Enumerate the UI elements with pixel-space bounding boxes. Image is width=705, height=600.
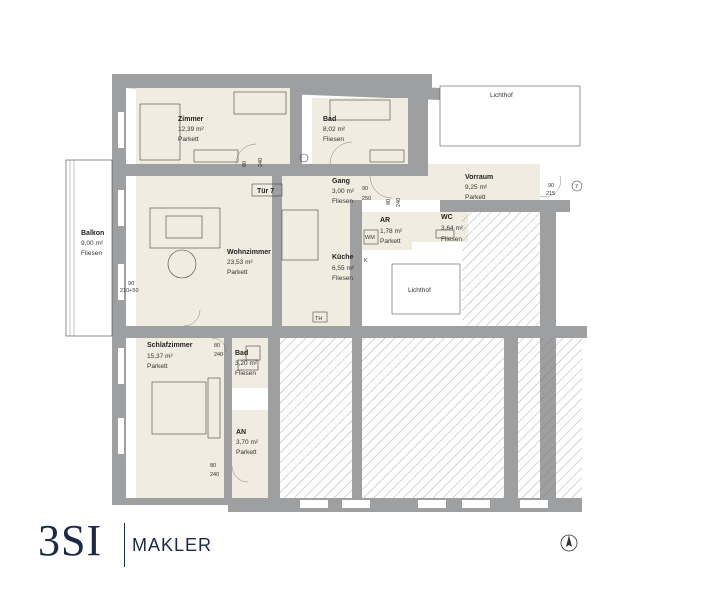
- entrance-marker: [571, 180, 583, 192]
- svg-text:Fliesen: Fliesen: [323, 136, 344, 143]
- svg-text:Küche: Küche: [332, 254, 354, 261]
- tuer-box: [251, 183, 283, 197]
- room-schlafzimmer: Schlafzimmer 15,37 m² Parkett: [147, 342, 193, 370]
- svg-text:Parkett: Parkett: [465, 194, 486, 201]
- room-zimmer: Zimmer 12,39 m² Parkett: [178, 116, 204, 143]
- k-label: K: [364, 258, 368, 264]
- svg-text:1,78 m²: 1,78 m²: [380, 228, 403, 235]
- svg-text:80: 80: [386, 199, 392, 205]
- svg-text:Wohnzimmer: Wohnzimmer: [227, 249, 271, 256]
- balkon: [65, 159, 113, 337]
- walls: [112, 74, 587, 512]
- room-ar: AR 1,78 m² Parkett: [380, 217, 403, 245]
- svg-text:8,02 m²: 8,02 m²: [323, 126, 346, 133]
- lichthof-areas: [391, 85, 581, 315]
- svg-text:Parkett: Parkett: [147, 363, 168, 370]
- th-box: [312, 311, 328, 323]
- svg-text:90: 90: [548, 183, 554, 189]
- svg-text:Bad: Bad: [323, 116, 336, 123]
- svg-text:23,53 m²: 23,53 m²: [227, 259, 253, 266]
- north-arrow-icon: [560, 534, 578, 552]
- wm-box: [363, 229, 379, 245]
- doors: [183, 141, 561, 483]
- logo-word: MAKLER: [132, 535, 213, 555]
- svg-text:Parkett: Parkett: [227, 269, 248, 276]
- svg-text:Balkon: Balkon: [81, 230, 104, 237]
- svg-text:Parkett: Parkett: [236, 449, 257, 456]
- svg-text:Fliesen: Fliesen: [441, 236, 462, 243]
- svg-text:Parkett: Parkett: [178, 136, 199, 143]
- svg-text:80: 80: [210, 463, 216, 469]
- svg-text:Bad: Bad: [235, 350, 248, 357]
- room-balkon: Balkon 9,00 m² Fliesen: [81, 230, 104, 257]
- tuer-label: Tür 7: [257, 188, 274, 195]
- room-gang: Gang 3,00 m² Fliesen: [332, 178, 355, 205]
- svg-text:Vorraum: Vorraum: [465, 174, 493, 181]
- wm-label: WM: [365, 235, 375, 241]
- logo-mark: 3SI: [38, 516, 103, 565]
- svg-text:240: 240: [214, 352, 223, 358]
- svg-text:215: 215: [546, 191, 555, 197]
- svg-text:AR: AR: [380, 217, 390, 224]
- furniture: [139, 91, 455, 439]
- room-kueche: Küche 6,55 m² Fliesen: [332, 254, 355, 282]
- svg-text:250: 250: [362, 196, 371, 202]
- svg-text:Fliesen: Fliesen: [332, 275, 353, 282]
- svg-text:240: 240: [258, 158, 264, 167]
- svg-text:Fliesen: Fliesen: [81, 250, 102, 257]
- lichthof-top-label: Lichthof: [490, 92, 513, 99]
- room-bad-2: Bad 3,20 m² Fliesen: [235, 350, 258, 377]
- lichthof-mid-label: Lichthof: [408, 287, 431, 294]
- svg-text:240: 240: [396, 198, 402, 207]
- logo-divider: [124, 523, 125, 567]
- logo: 3SI MAKLER: [0, 505, 228, 600]
- svg-text:Parkett: Parkett: [380, 238, 401, 245]
- svg-text:Fliesen: Fliesen: [332, 198, 353, 205]
- svg-text:9,00 m²: 9,00 m²: [81, 240, 104, 247]
- room-an: AN 3,70 m² Parkett: [236, 429, 259, 456]
- th-label: TH: [315, 316, 322, 322]
- room-wc: WC 3,64 m² Fliesen: [441, 214, 464, 243]
- room-vorraum: Vorraum 9,25 m² Parkett: [465, 174, 493, 201]
- svg-text:6,55 m²: 6,55 m²: [332, 265, 355, 272]
- svg-text:90: 90: [128, 281, 134, 287]
- svg-text:240: 240: [210, 472, 219, 478]
- svg-text:12,39 m²: 12,39 m²: [178, 126, 204, 133]
- svg-text:WC: WC: [441, 214, 453, 221]
- svg-text:Schlafzimmer: Schlafzimmer: [147, 342, 193, 349]
- svg-text:3,64 m²: 3,64 m²: [441, 225, 464, 232]
- entrance-number: 7: [575, 184, 578, 190]
- svg-text:3,70 m²: 3,70 m²: [236, 439, 259, 446]
- svg-text:9,25 m²: 9,25 m²: [465, 184, 488, 191]
- svg-text:Gang: Gang: [332, 178, 350, 185]
- room-bad-1: Bad 8,02 m² Fliesen: [323, 116, 346, 143]
- svg-text:90: 90: [362, 186, 368, 192]
- svg-text:Zimmer: Zimmer: [178, 116, 204, 123]
- svg-text:15,37 m²: 15,37 m²: [147, 353, 173, 360]
- room-fills: [136, 88, 540, 498]
- svg-text:3,20 m²: 3,20 m²: [235, 360, 258, 367]
- svg-text:80: 80: [214, 343, 220, 349]
- hatched-area: [280, 212, 582, 498]
- room-wohnzimmer: Wohnzimmer 23,53 m² Parkett: [227, 249, 271, 276]
- dimension-labels: 80 240 90 250 80 240 90 215 90 210+50 80…: [120, 158, 555, 478]
- svg-text:AN: AN: [236, 429, 246, 436]
- svg-text:210+50: 210+50: [120, 288, 139, 294]
- svg-text:3,00 m²: 3,00 m²: [332, 188, 355, 195]
- svg-text:80: 80: [242, 161, 248, 167]
- svg-text:Fliesen: Fliesen: [235, 370, 256, 377]
